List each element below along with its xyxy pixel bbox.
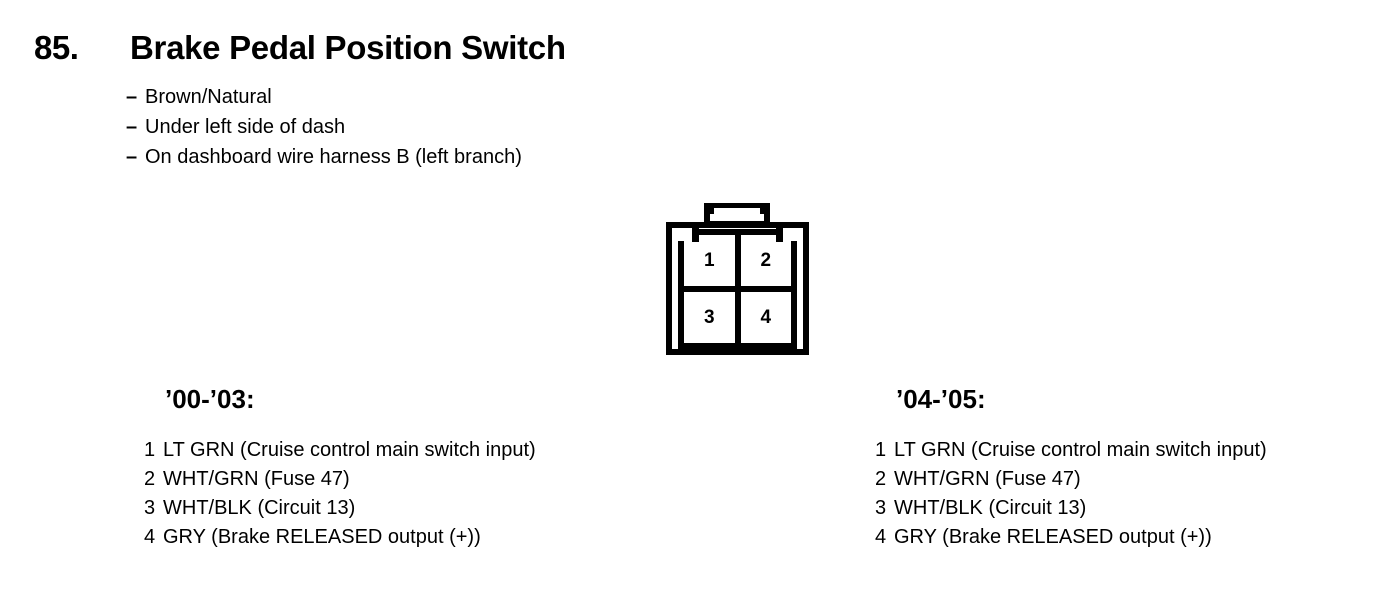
pin-row-number: 2 [875,468,887,490]
pin-row: 3 WHT/BLK (Circuit 13) [871,494,1392,523]
pin-row: 2 WHT/GRN (Fuse 47) [871,465,1392,494]
pin-row: 4 GRY (Brake RELEASED output (+)) [871,523,1392,552]
pin-row-label: WHT/GRN (Fuse 47) [894,468,1081,490]
attribute-text: Under left side of dash [145,116,346,138]
pin-row: 1 LT GRN (Cruise control main switch inp… [140,436,740,465]
pin-row-number: 2 [144,468,156,490]
column-heading: ’00-’03: [165,384,255,414]
attribute-row: – On dashboard wire harness B (left bran… [126,142,826,172]
pin-row-number: 1 [875,439,887,461]
corner-notch-right [783,229,797,241]
connector-latch-tab-icon [704,203,770,225]
pin-number: 4 [760,306,772,328]
dash-bullet-icon: – [126,86,138,108]
latch-slot-lower [710,214,764,221]
connector-pin-cell-4: 4 [737,289,791,343]
pin-row-number: 3 [144,497,156,519]
attribute-text: Brown/Natural [145,86,272,108]
pin-row: 3 WHT/BLK (Circuit 13) [140,494,740,523]
corner-notch-wall-right [776,228,783,242]
pin-row: 2 WHT/GRN (Fuse 47) [140,465,740,494]
connector-diagram: 1 2 3 4 [666,203,810,355]
pin-number: 2 [760,249,772,271]
dash-bullet-icon: – [126,116,138,138]
corner-notch-left [678,229,692,241]
pin-row-label: WHT/GRN (Fuse 47) [163,468,350,490]
pin-row-label: LT GRN (Cruise control main switch input… [894,439,1267,461]
dash-bullet-icon: – [126,146,138,168]
pin-row-number: 3 [875,497,887,519]
connector-pin-grid: 1 2 3 4 [684,235,791,343]
attribute-row: – Under left side of dash [126,112,826,142]
attribute-text: On dashboard wire harness B (left branch… [145,146,522,168]
column-heading: ’04-’05: [896,384,986,414]
pin-row: 4 GRY (Brake RELEASED output (+)) [140,523,740,552]
section-number: 85. [34,29,79,66]
pin-row-number: 1 [144,439,156,461]
pin-number: 3 [703,306,715,328]
pin-row-number: 4 [875,526,887,548]
page-title: Brake Pedal Position Switch [130,29,566,66]
pin-row-label: GRY (Brake RELEASED output (+)) [894,526,1212,548]
pin-row-label: WHT/BLK (Circuit 13) [894,497,1087,519]
pin-row-list: 1 LT GRN (Cruise control main switch inp… [871,436,1392,552]
corner-notch-wall-left [692,228,699,242]
pin-row-label: GRY (Brake RELEASED output (+)) [163,526,481,548]
pin-row-list: 1 LT GRN (Cruise control main switch inp… [140,436,740,552]
connector-pin-cell-1: 1 [684,235,738,289]
pin-number: 1 [703,249,715,271]
pin-row-label: WHT/BLK (Circuit 13) [163,497,356,519]
pin-row: 1 LT GRN (Cruise control main switch inp… [871,436,1392,465]
pin-row-number: 4 [144,526,156,548]
attribute-list: – Brown/Natural – Under left side of das… [126,82,826,172]
pin-row-label: LT GRN (Cruise control main switch input… [163,439,536,461]
connector-pin-cell-3: 3 [684,289,738,343]
attribute-row: – Brown/Natural [126,82,826,112]
connector-pin-cell-2: 2 [737,235,791,289]
latch-slot [714,208,760,214]
